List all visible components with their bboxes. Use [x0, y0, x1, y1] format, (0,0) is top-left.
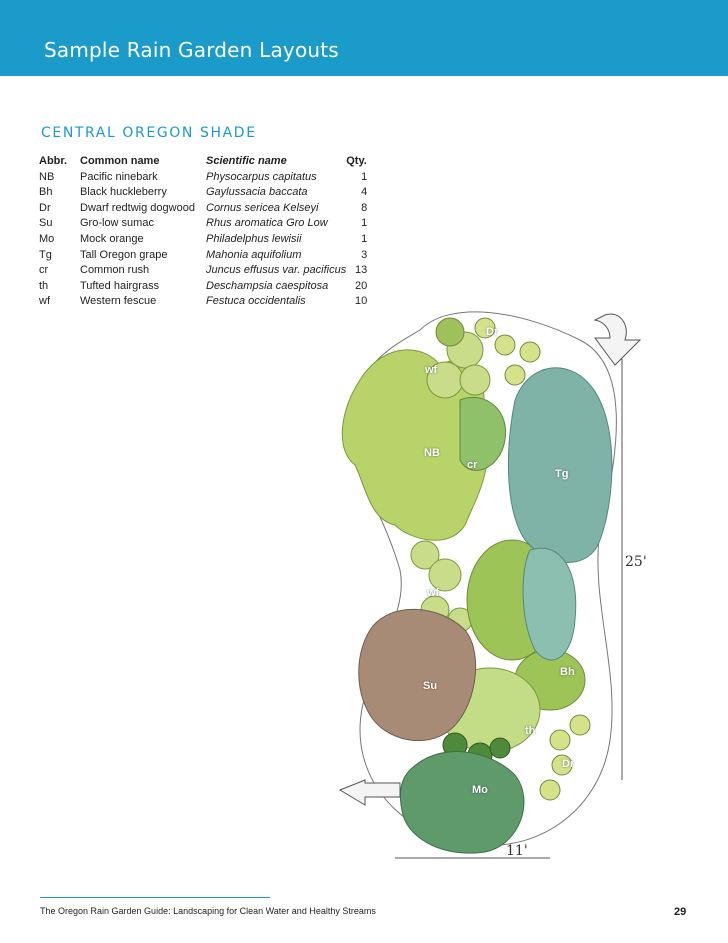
cell-qty: 20 [354, 279, 368, 292]
cell-scientific-name: Deschampsia caespitosa [206, 279, 329, 292]
table-header-row: Abbr. Common name Scientific name Qty. [39, 154, 367, 170]
shrub-oregon-grape [522, 547, 577, 661]
plan-label-nb: NB [424, 447, 440, 459]
cell-scientific-name: Gaylussacia baccata [206, 186, 308, 199]
cell-common-name: Tufted hairgrass [80, 279, 160, 292]
dimension-label-length: 25' [625, 554, 647, 570]
cell-abbr: Bh [39, 186, 53, 199]
cell-abbr: wf [39, 295, 50, 308]
shrub-dogwood [474, 317, 496, 339]
plan-label-tg: Tg [555, 468, 569, 480]
page-number: 29 [674, 906, 687, 918]
outflow-arrow [338, 779, 401, 806]
cell-scientific-name: Juncus effusus var. pacificus [206, 264, 347, 277]
plant-list-table: Abbr. Common name Scientific name Qty. N… [39, 154, 367, 310]
page-title: Sample Rain Garden Layouts [44, 38, 339, 62]
plan-label-dr: Dr [486, 326, 499, 338]
cell-abbr: Su [39, 217, 53, 230]
garden-plan-drawing: 25' 11' [338, 311, 647, 859]
cell-scientific-name: Physocarpus capitatus [206, 170, 317, 183]
section-title: CENTRAL OREGON SHADE [41, 125, 257, 141]
table-row: cr Common rush Juncus effusus var. pacific… [39, 263, 367, 279]
cell-qty: 10 [354, 295, 368, 308]
shrub-dogwood [551, 754, 573, 776]
cell-common-name: Western fescue [80, 295, 157, 308]
column-header-scientific-name: Scientific name [206, 155, 287, 167]
cell-abbr: Dr [39, 201, 51, 214]
dimension-label-width: 11' [506, 843, 528, 859]
cell-common-name: Common rush [80, 264, 150, 277]
shrub-fescue [459, 364, 491, 396]
cell-common-name: Pacific ninebark [80, 170, 158, 183]
cell-common-name: Tall Oregon grape [80, 248, 168, 261]
cell-qty: 1 [361, 232, 368, 245]
plan-label-dr: Dr [562, 758, 575, 770]
shrub-fescue [428, 558, 462, 592]
shrub-dogwood [504, 364, 526, 386]
shrub-sumac [358, 608, 477, 742]
inflow-arrow [593, 313, 642, 366]
plan-label-bh: Bh [560, 666, 575, 678]
plan-label-cr: cr [467, 459, 478, 471]
plan-label-wf: wf [425, 364, 438, 376]
table-row: Su Gro-low sumac Rhus aromatica Gro Low 1 [39, 216, 367, 232]
cell-qty: 8 [361, 201, 368, 214]
plan-label-wf: wf [427, 587, 440, 599]
table-row: Tg Tall Oregon grape Mahonia aquifolium 3 [39, 248, 367, 264]
garden-plan-illustration: 25' 11' Dr wf NB cr Tg wf Bh Su th Dr Mo [300, 270, 720, 870]
shrub-fescue [410, 540, 440, 570]
cell-abbr: cr [39, 264, 49, 277]
cell-scientific-name: Rhus aromatica Gro Low [206, 217, 328, 230]
rush-strip [459, 396, 507, 471]
cell-common-name: Dwarf redtwig dogwood [80, 201, 195, 214]
table-row: wf Western fescue Festuca occidentalis 10 [39, 294, 367, 310]
shrub-hairgrass [489, 737, 511, 759]
shrub-dogwood [569, 714, 591, 736]
cell-scientific-name: Mahonia aquifolium [206, 248, 302, 261]
cell-qty: 1 [361, 217, 368, 230]
table-row: NB Pacific ninebark Physocarpus capitatus 1 [39, 170, 367, 186]
table-row: Bh Black huckleberry Gaylussacia baccata 4 [39, 185, 367, 201]
cell-abbr: NB [39, 170, 55, 183]
shrub-mock-orange [399, 751, 525, 854]
cell-scientific-name: Philadelphus lewisii [206, 232, 302, 245]
cell-qty: 3 [361, 248, 368, 261]
cell-qty: 1 [361, 170, 368, 183]
cell-scientific-name: Festuca occidentalis [206, 295, 306, 308]
column-header-common-name: Common name [80, 155, 160, 167]
cell-abbr: Mo [39, 232, 55, 245]
column-header-abbr: Abbr. [39, 155, 68, 167]
footer-citation: The Oregon Rain Garden Guide: Landscapin… [40, 906, 376, 916]
plan-label-mo: Mo [472, 784, 488, 796]
shrub-dogwood [539, 779, 561, 801]
cell-common-name: Black huckleberry [80, 186, 167, 199]
cell-qty: 4 [361, 186, 368, 199]
column-header-qty: Qty. [346, 155, 367, 167]
shrub-dogwood [549, 729, 571, 751]
cell-common-name: Gro-low sumac [80, 217, 154, 230]
cell-abbr: Tg [39, 248, 52, 261]
cell-common-name: Mock orange [80, 232, 144, 245]
header-banner: Sample Rain Garden Layouts [0, 0, 728, 76]
table-row: Mo Mock orange Philadelphus lewisii 1 [39, 232, 367, 248]
shrub-dogwood [519, 341, 541, 363]
table-row: th Tufted hairgrass Deschampsia caespitosa… [39, 279, 367, 295]
shrub-dogwood-group [474, 317, 591, 801]
cell-scientific-name: Cornus sericea Kelseyi [206, 201, 319, 214]
plan-label-su: Su [423, 680, 438, 692]
table-row: Dr Dwarf redtwig dogwood Cornus sericea Ke… [39, 201, 367, 217]
plan-label-th: th [525, 725, 536, 737]
cell-abbr: th [39, 279, 49, 292]
shrub-dogwood [494, 334, 516, 356]
cell-qty: 13 [354, 264, 368, 277]
shrub-fescue [435, 317, 465, 347]
footer-divider [40, 897, 270, 898]
shrub-oregon-grape [507, 367, 613, 563]
